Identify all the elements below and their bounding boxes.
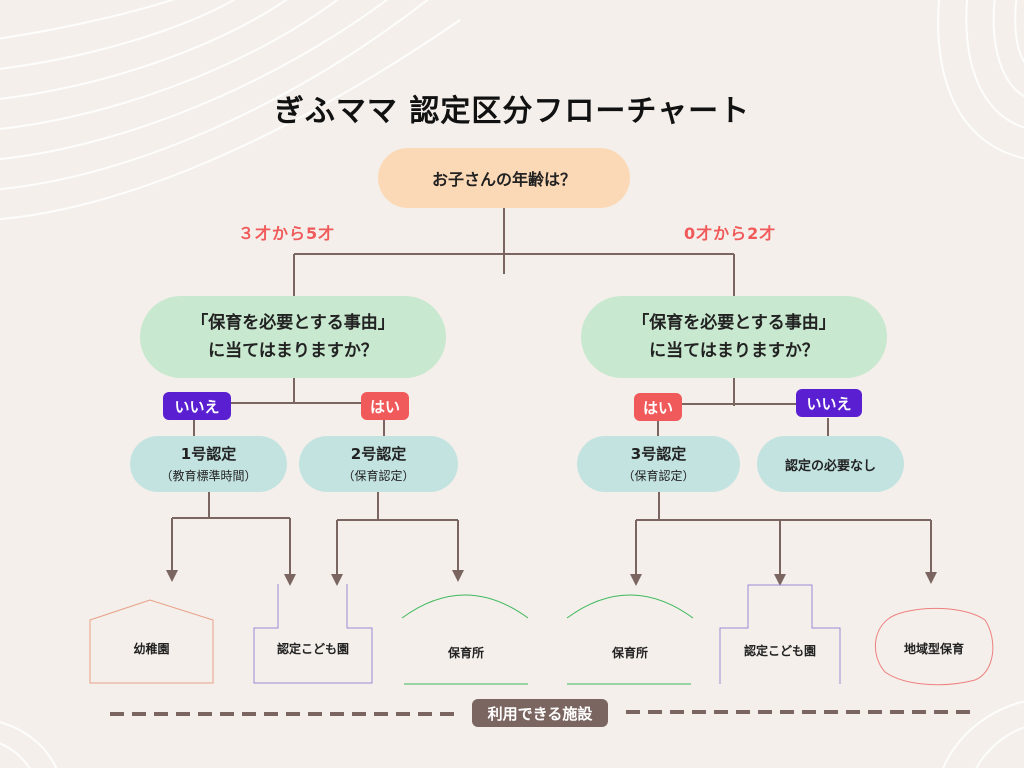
corner-decoration-top-right bbox=[937, 0, 1024, 160]
hoikusho-roof-left bbox=[401, 594, 529, 619]
regional-outline bbox=[874, 607, 994, 686]
page-title: ぎふママ 認定区分フローチャート bbox=[273, 94, 751, 129]
branch-label-3-to-5: ３才から5才 bbox=[238, 224, 336, 243]
corner-decoration-top-left bbox=[0, 0, 461, 221]
cert-box-1: 1号認定 （教育標準時間） bbox=[130, 436, 287, 492]
kindergarten-outline bbox=[89, 599, 214, 684]
corner-decoration-bottom-right bbox=[942, 700, 1024, 768]
branch-label-0-to-2: 0才から2才 bbox=[684, 224, 777, 243]
answer-yes-tag-right: はい bbox=[634, 393, 682, 421]
age-question-text: お子さんの年齢は？ bbox=[431, 170, 576, 189]
hoikusho-roof-right bbox=[566, 594, 694, 619]
need-question-box-right: 「保育を必要とする事由」 に当てはまりますか？ bbox=[581, 296, 887, 378]
cert-detail: （保育認定） bbox=[622, 469, 695, 483]
need-question-box-left: 「保育を必要とする事由」 に当てはまりますか？ bbox=[140, 296, 446, 378]
answer-yes-tag-left: はい bbox=[361, 392, 409, 420]
cert-detail: （保育認定） bbox=[342, 469, 415, 483]
need-question-line2: に当てはまりますか？ bbox=[208, 341, 378, 361]
answer-no-tag-right: いいえ bbox=[796, 389, 862, 417]
cert-box-2: 2号認定 （保育認定） bbox=[299, 436, 458, 492]
cert-detail: （教育標準時間） bbox=[160, 469, 257, 483]
cert-box-none: 認定の必要なし bbox=[757, 436, 904, 492]
need-question-line1: 「保育を必要とする事由」 bbox=[191, 313, 395, 333]
answer-no-tag-left: いいえ bbox=[163, 392, 231, 420]
facility-kodomoen-right: 認定こども園 bbox=[743, 644, 816, 658]
available-facilities-label: 利用できる施設 bbox=[472, 699, 608, 727]
cert-name: 3号認定 bbox=[630, 445, 687, 463]
kodomoen-outline-left bbox=[253, 584, 373, 684]
facility-hoikusho-right: 保育所 bbox=[611, 646, 648, 660]
corner-decoration-bottom-left bbox=[0, 721, 58, 768]
cert-box-3: 3号認定 （保育認定） bbox=[577, 436, 740, 492]
facility-regional: 地域型保育 bbox=[903, 642, 964, 656]
facility-hoikusho-left: 保育所 bbox=[447, 646, 484, 660]
need-question-line2: に当てはまりますか？ bbox=[649, 341, 819, 361]
kodomoen-outline-right bbox=[719, 584, 841, 684]
cert-name: 2号認定 bbox=[350, 445, 407, 463]
facility-kodomoen-left: 認定こども園 bbox=[276, 642, 349, 656]
facility-kindergarten: 幼稚園 bbox=[133, 642, 170, 656]
age-question-box: お子さんの年齢は？ bbox=[378, 148, 630, 208]
cert-name: 1号認定 bbox=[180, 445, 237, 463]
cert-name: 認定の必要なし bbox=[784, 458, 876, 474]
need-question-line1: 「保育を必要とする事由」 bbox=[632, 313, 836, 333]
